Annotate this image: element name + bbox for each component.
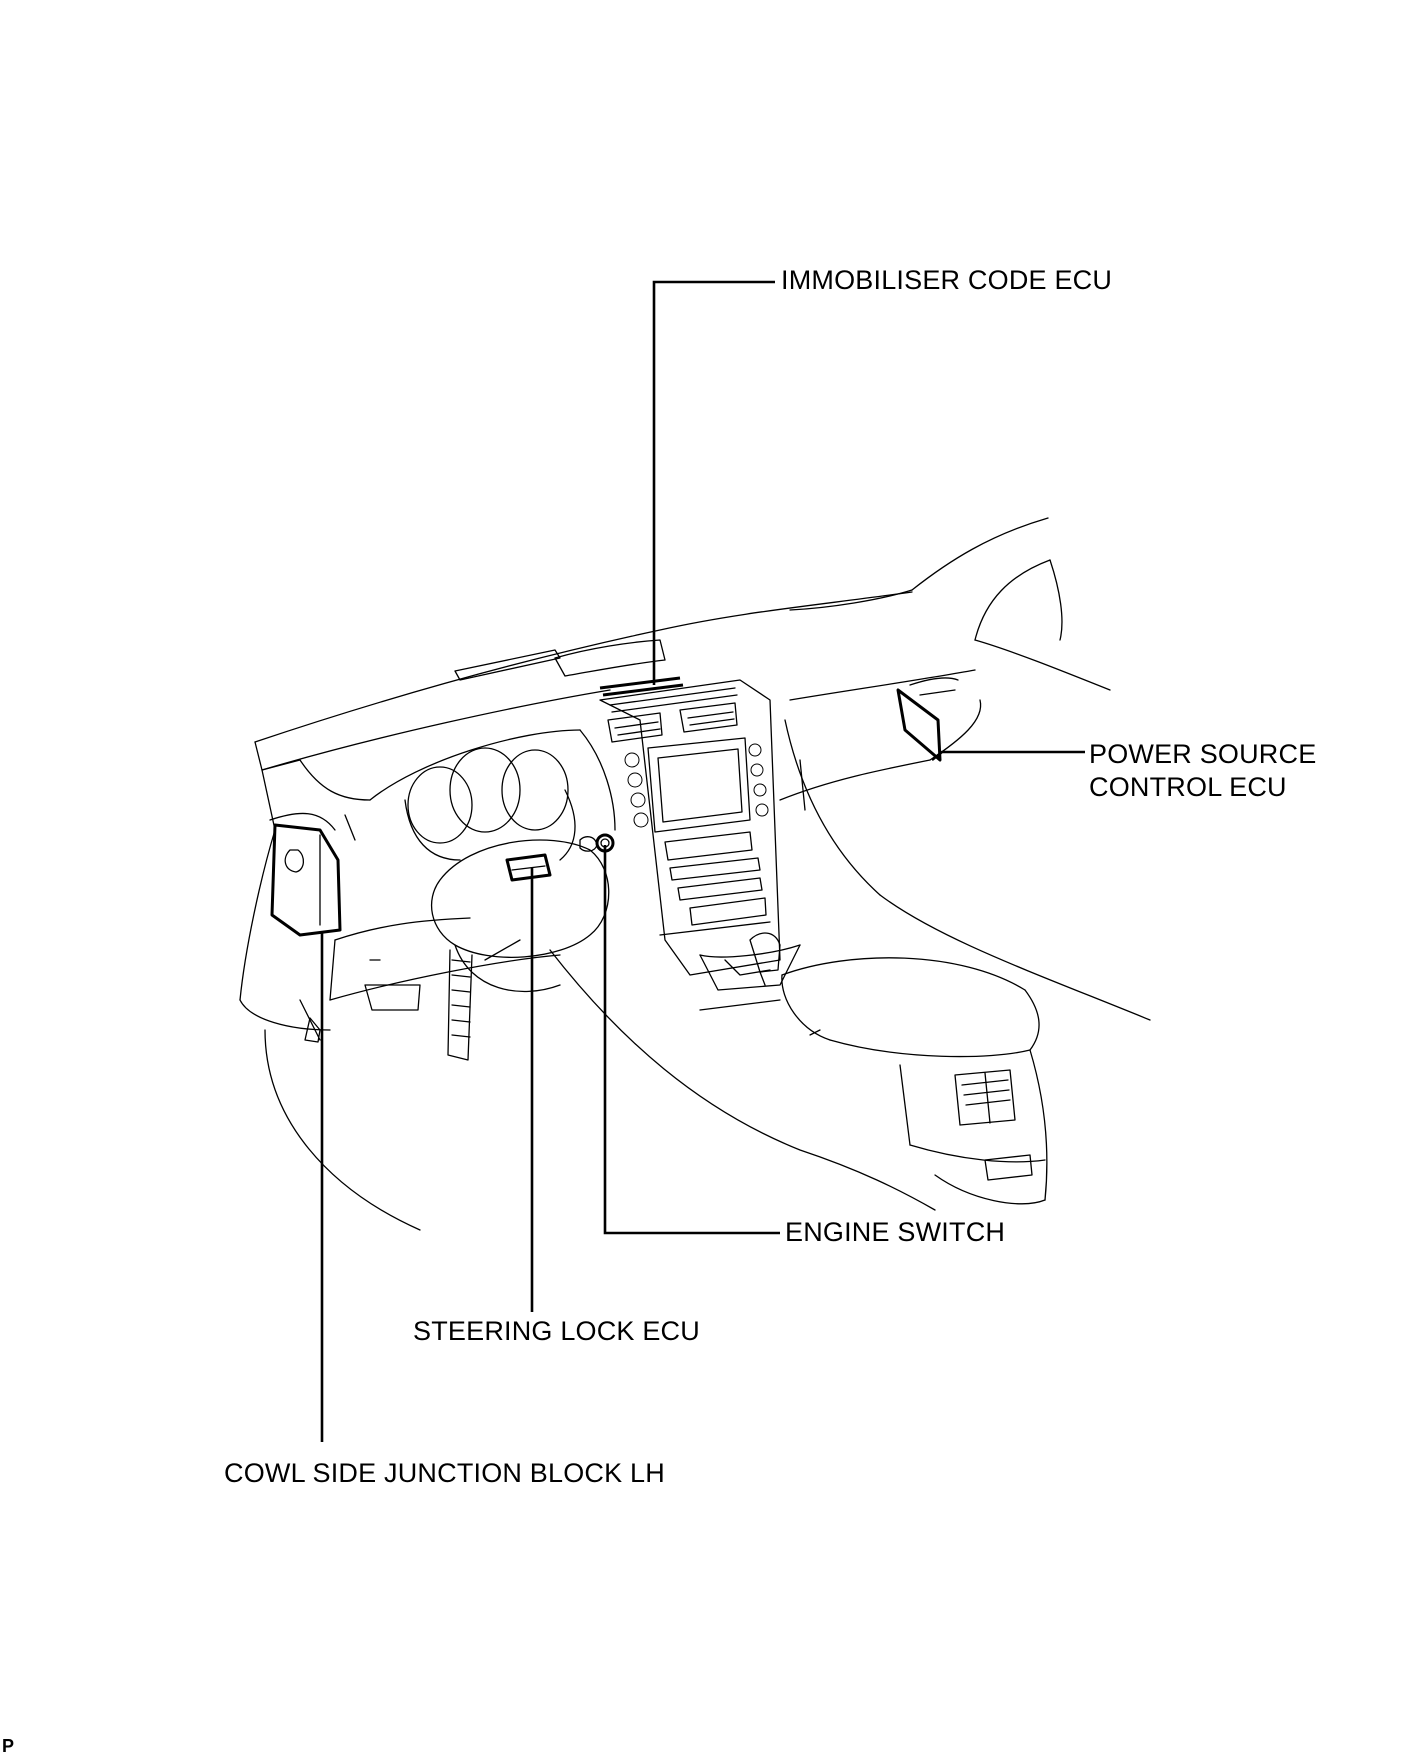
label-power-source-control-ecu: POWER SOURCE CONTROL ECU [1089, 738, 1316, 804]
corner-mark: P [2, 1736, 15, 1756]
label-immobiliser-code-ecu: IMMOBILISER CODE ECU [781, 265, 1113, 295]
leader-engine-switch [603, 845, 780, 1235]
label-engine-switch: ENGINE SWITCH [785, 1217, 1006, 1247]
label-power-source-line2: CONTROL ECU [1089, 772, 1287, 802]
label-cowl-side-junction-block-lh: COWL SIDE JUNCTION BLOCK LH [224, 1458, 665, 1488]
vehicle-interior-illustration [239, 517, 1151, 1231]
leader-power-source [931, 750, 1085, 762]
leader-lines [320, 280, 1085, 1442]
label-power-source-line1: POWER SOURCE [1089, 739, 1317, 769]
leader-immobiliser [652, 280, 775, 685]
label-steering-lock-ecu: STEERING LOCK ECU [413, 1316, 700, 1346]
